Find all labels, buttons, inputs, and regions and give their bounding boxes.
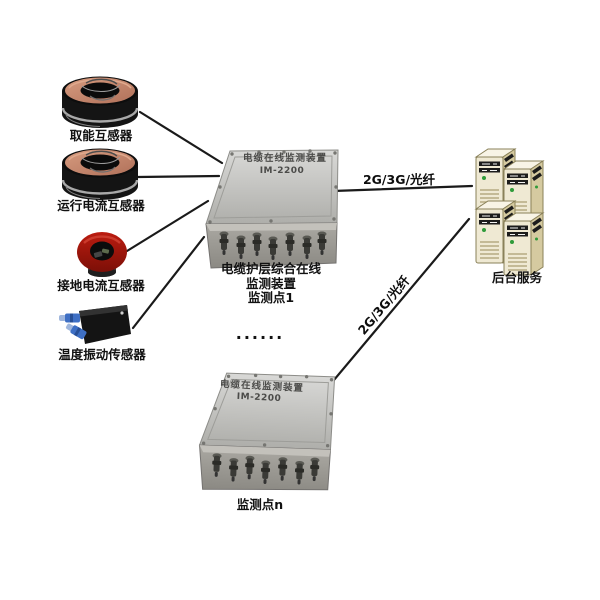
temp-vibration-sensor-label: 温度振动传感器 [58,347,146,362]
energy-harvesting-ct-image [60,75,140,134]
ground-current-ct-image [75,231,129,285]
monitor1-caption-line2: 监测装置 [245,275,296,291]
device1-plate-title: 电缆在线监测装置 [242,153,327,164]
link-ground-ct-to-monitor1 [125,199,210,253]
monitor1-caption: 电缆护层综合在线 监测装置 监测点1 [196,261,346,306]
monitor1-caption-line3: 监测点1 [247,290,295,305]
server-tower-front-right [502,211,545,277]
link-monitor1-to-server [331,184,474,193]
monitoring-points-ellipsis: ...... [235,324,285,343]
energy-harvesting-ct-label: 取能互感器 [69,128,133,143]
server-stack [466,138,576,292]
link-temp-sensor-to-monitor1 [131,235,206,330]
link-top-label: 2G/3G/光纤 [362,172,436,187]
device1-plate-model: IM-2200 [259,166,305,176]
operating-current-ct-label: 运行电流互感器 [57,198,145,213]
server-label: 后台服务 [491,270,542,285]
ground-current-ct-label: 接地电流互感器 [57,278,145,293]
temp-vibration-sensor-image [58,303,134,351]
link-operating-ct-to-monitor1 [136,174,221,179]
link-energy-ct-to-monitor1 [138,110,224,165]
monitor1-caption-line1: 电缆护层综合在线 [220,261,321,276]
link-monitorn-to-server [311,217,471,407]
monitorn-caption: 监测点n [236,497,284,512]
